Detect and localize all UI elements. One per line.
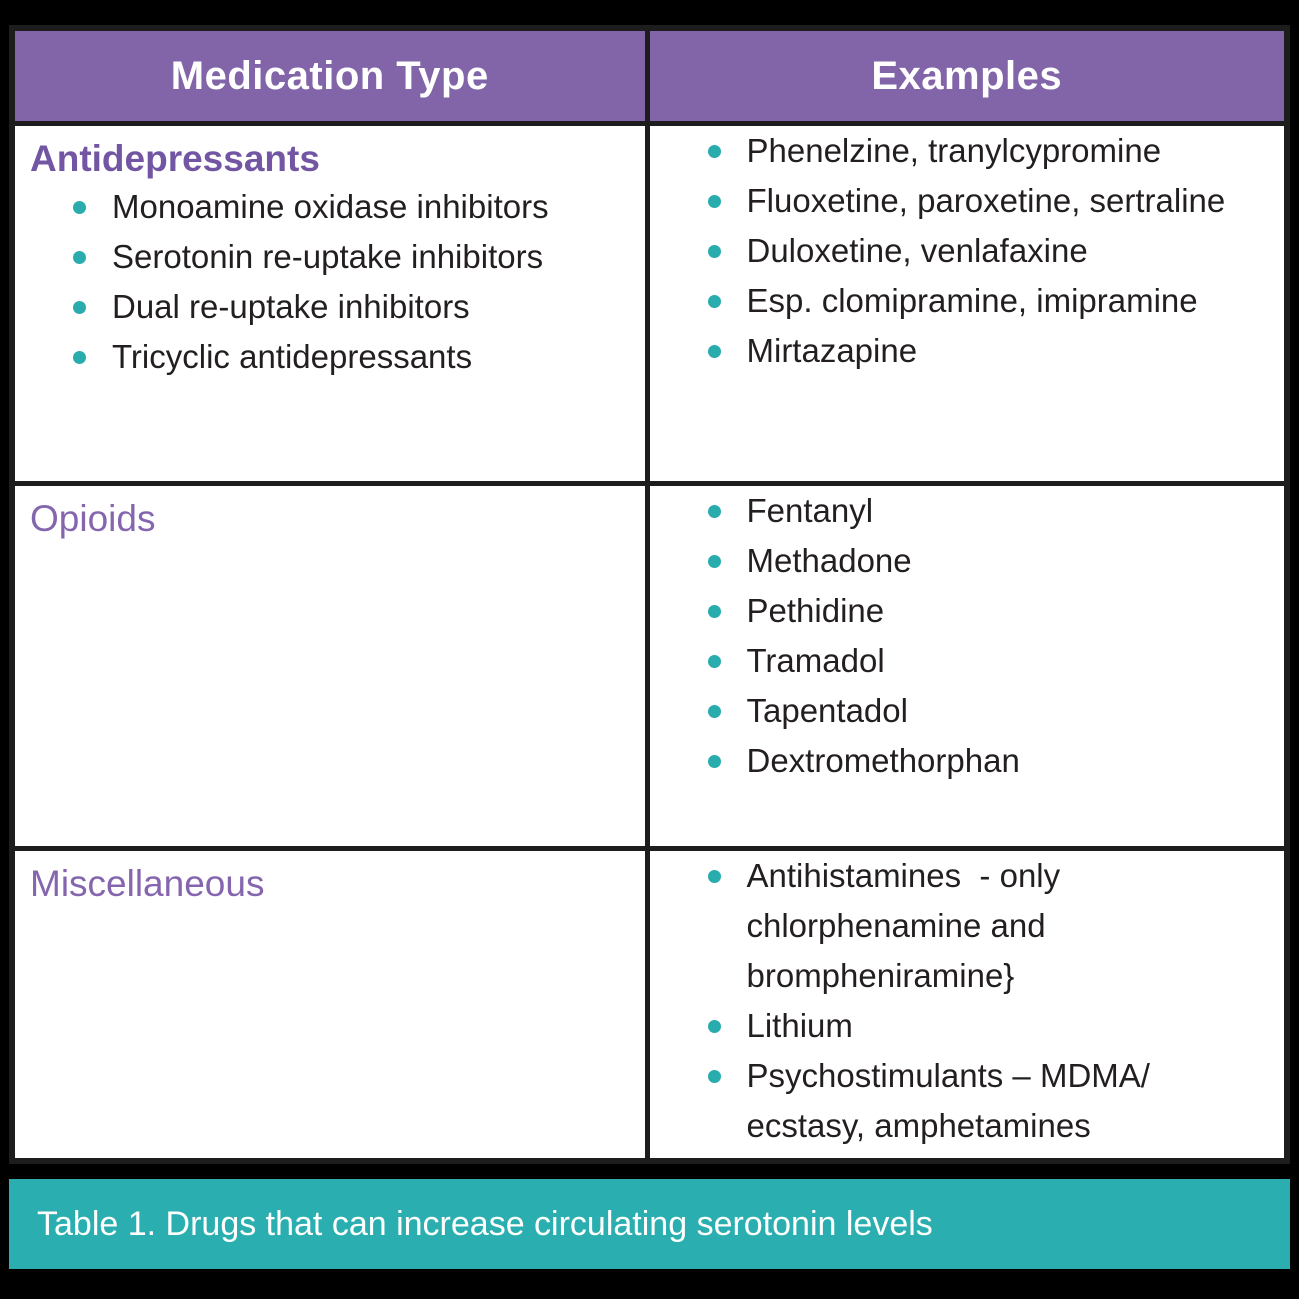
bullet-icon (73, 201, 86, 214)
example-item-label: Tramadol (746, 642, 885, 679)
bullet-icon (73, 351, 86, 364)
example-item-label: Psychostimulants – MDMA/ ecstasy, amphet… (746, 1057, 1150, 1144)
type-item-label: Dual re-uptake inhibitors (112, 288, 470, 325)
example-item: Duloxetine, venlafaxine (707, 226, 1273, 276)
example-item: Psychostimulants – MDMA/ ecstasy, amphet… (707, 1051, 1273, 1151)
bullet-icon (707, 505, 721, 518)
bullet-icon (707, 755, 721, 768)
column-header-medication-type: Medication Type (15, 31, 650, 121)
example-item-label: Phenelzine, tranylcypromine (746, 132, 1162, 169)
example-item: Pethidine (707, 586, 1273, 636)
example-item-label: Pethidine (746, 592, 885, 629)
example-item: Fentanyl (707, 486, 1273, 536)
example-item: Methadone (707, 536, 1273, 586)
example-item-label: Fentanyl (746, 492, 874, 529)
cell-antidepressants-examples: Phenelzine, tranylcypromine Fluoxetine, … (649, 121, 1285, 481)
bullet-icon (707, 345, 721, 358)
example-item-label: Lithium (746, 1007, 853, 1044)
example-item: Antihistamines - only chlorphenamine and… (707, 851, 1273, 1001)
type-item: Dual re-uptake inhibitors (73, 282, 633, 332)
example-item-label: Duloxetine, venlafaxine (746, 232, 1088, 269)
example-item-label: Esp. clomipramine, imipramine (746, 282, 1198, 319)
table-caption-bar: Table 1. Drugs that can increase circula… (9, 1179, 1290, 1269)
cell-miscellaneous-examples: Antihistamines - only chlorphenamine and… (649, 846, 1285, 1158)
type-item-label: Monoamine oxidase inhibitors (112, 188, 549, 225)
cell-antidepressants-type: Antidepressants Monoamine oxidase inhibi… (15, 121, 650, 481)
type-item-label: Tricyclic antidepressants (112, 338, 473, 375)
bullet-icon (707, 145, 721, 158)
example-item: Esp. clomipramine, imipramine (707, 276, 1273, 326)
type-item: Monoamine oxidase inhibitors (73, 182, 633, 232)
type-list-antidepressants: Monoamine oxidase inhibitors Serotonin r… (15, 182, 645, 382)
example-item-label: Methadone (746, 542, 912, 579)
bullet-icon (707, 705, 721, 718)
bullet-icon (707, 555, 721, 568)
type-item: Serotonin re-uptake inhibitors (73, 232, 633, 282)
example-list-antidepressants: Phenelzine, tranylcypromine Fluoxetine, … (650, 126, 1285, 376)
example-list-miscellaneous: Antihistamines - only chlorphenamine and… (650, 851, 1285, 1151)
bullet-icon (707, 195, 721, 208)
type-item: Tricyclic antidepressants (73, 332, 633, 382)
example-item-label: Mirtazapine (746, 332, 918, 369)
medication-table: Medication Type Examples Antidepressants… (9, 25, 1290, 1164)
column-header-examples: Examples (649, 31, 1284, 121)
example-item: Tramadol (707, 636, 1273, 686)
bullet-icon (707, 1020, 721, 1033)
example-item: Lithium (707, 1001, 1273, 1051)
example-list-opioids: Fentanyl Methadone Pethidine Tramadol Ta… (650, 486, 1285, 786)
example-item: Fluoxetine, paroxetine, sertraline (707, 176, 1273, 226)
cell-miscellaneous-type: Miscellaneous (15, 846, 650, 1158)
example-item-label: Tapentadol (746, 692, 908, 729)
example-item: Phenelzine, tranylcypromine (707, 126, 1273, 176)
example-item-label: Antihistamines - only chlorphenamine and… (746, 857, 1061, 994)
bullet-icon (73, 301, 86, 314)
bullet-icon (707, 295, 721, 308)
example-item: Mirtazapine (707, 326, 1273, 376)
row-heading-antidepressants: Antidepressants (30, 138, 320, 179)
bullet-icon (707, 655, 721, 668)
bullet-icon (707, 245, 721, 258)
row-heading-opioids: Opioids (30, 498, 156, 539)
bullet-icon (707, 870, 721, 883)
example-item: Dextromethorphan (707, 736, 1273, 786)
bullet-icon (707, 1070, 721, 1083)
cell-opioids-examples: Fentanyl Methadone Pethidine Tramadol Ta… (649, 481, 1285, 846)
example-item: Tapentadol (707, 686, 1273, 736)
table-caption: Table 1. Drugs that can increase circula… (37, 1204, 933, 1243)
example-item-label: Fluoxetine, paroxetine, sertraline (746, 182, 1226, 219)
type-item-label: Serotonin re-uptake inhibitors (112, 238, 544, 275)
example-item-label: Dextromethorphan (746, 742, 1020, 779)
bullet-icon (73, 251, 86, 264)
row-heading-miscellaneous: Miscellaneous (30, 863, 265, 904)
bullet-icon (707, 605, 721, 618)
cell-opioids-type: Opioids (15, 481, 650, 846)
